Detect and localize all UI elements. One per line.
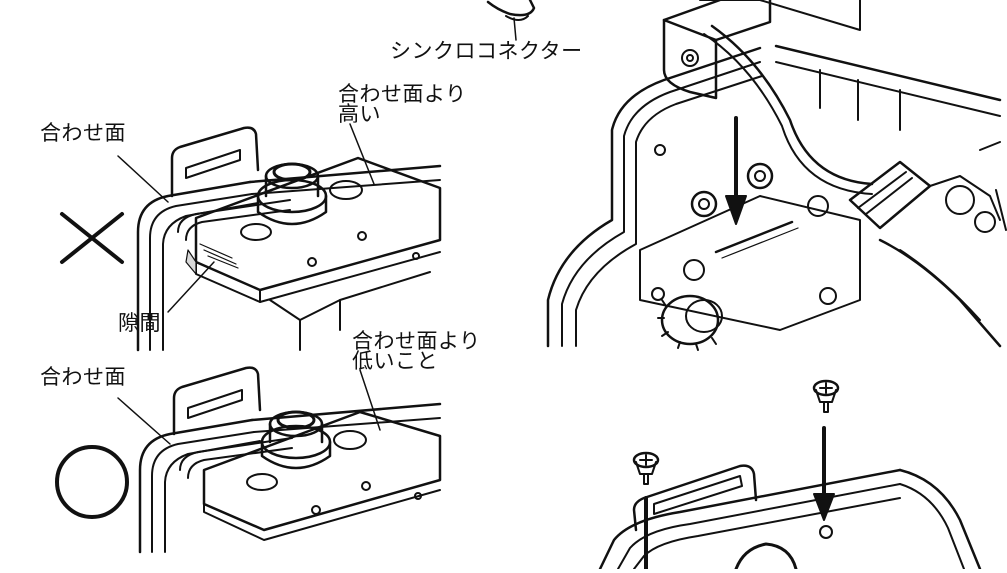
screw-insertion-view (598, 379, 982, 571)
correct-example-panel (117, 366, 442, 554)
screw-right (812, 379, 840, 413)
label-mating-surface-bottom: 合わせ面 (40, 365, 126, 389)
screw-left (632, 451, 660, 485)
label-lower-than-mating-surface-line2: 低いこと (352, 349, 438, 373)
correct-circle-mark (55, 445, 129, 519)
incorrect-cross-mark (60, 212, 124, 264)
incorrect-example-panel (117, 123, 442, 352)
label-higher-than-mating-surface-line2: 高い (338, 102, 381, 126)
label-lower-than-mating-surface-line1: 合わせ面より (352, 329, 481, 353)
sync-connector-insertion-view (486, 0, 1007, 351)
label-higher-than-mating-surface-line1: 合わせ面より (338, 82, 467, 106)
label-mating-surface-top: 合わせ面 (40, 121, 126, 145)
label-gap: 隙間 (118, 311, 161, 335)
label-sync-connector: シンクロコネクター (390, 39, 583, 63)
